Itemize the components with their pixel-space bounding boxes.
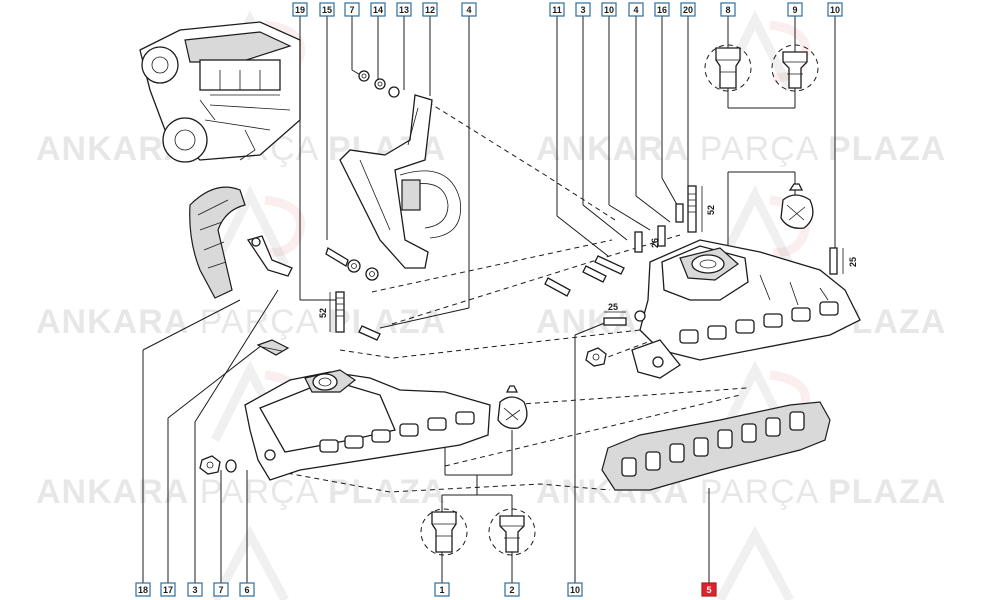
watermark-text-6: ANKARA PARÇA PLAZA [536,473,946,511]
callout-top-0[interactable]: 19 [292,2,308,17]
dim-label-26: 26 [650,238,660,248]
callout-top-13[interactable]: 8 [720,2,736,17]
callouts-bottom-row: 18 17 3 7 6 1 2 10 5 [135,582,717,597]
detail-stud-9 [771,44,819,92]
watermark-logo-7 [211,525,289,600]
hardware-bag-left [497,385,528,429]
watermark-text-3: ANKARA PARÇA PLAZA [36,303,446,341]
callout-bottom-2[interactable]: 3 [187,582,203,597]
callout-top-10[interactable]: 4 [628,2,644,17]
callout-top-3[interactable]: 14 [370,2,386,17]
svg-text:16: 16 [657,5,667,15]
watermark-text-5: ANKARA PARÇA PLAZA [36,473,446,511]
manifold-gasket-part-5 [601,401,831,491]
callout-bottom-1[interactable]: 17 [160,582,176,597]
detail-stud-1 [420,508,468,556]
callout-bottom-6[interactable]: 2 [504,582,520,597]
svg-text:11: 11 [552,5,562,15]
callout-bottom-8-highlighted[interactable]: 5 [701,582,717,597]
stud-small-left [358,325,381,341]
callout-top-8[interactable]: 3 [575,2,591,17]
svg-text:8: 8 [725,5,730,15]
svg-text:14: 14 [373,5,383,15]
svg-text:7: 7 [349,5,354,15]
svg-text:7: 7 [218,585,223,595]
callout-bottom-3[interactable]: 7 [213,582,229,597]
dim-label-52-top: 52 [706,205,716,215]
svg-text:5: 5 [706,585,711,595]
callout-bottom-0[interactable]: 18 [135,582,151,597]
callout-bottom-7[interactable]: 10 [567,582,583,597]
intake-manifold-right [585,239,861,379]
callouts-top-row: 19 15 7 14 13 12 4 11 3 10 4 16 20 8 9 1… [292,2,843,17]
dim-label-52-left: 52 [318,308,328,318]
svg-text:9: 9 [792,5,797,15]
detail-stud-8 [704,44,752,92]
svg-text:10: 10 [830,5,840,15]
dim-label-25-center: 25 [608,302,618,312]
svg-text:10: 10 [604,5,614,15]
svg-text:17: 17 [163,585,173,595]
bolt-washer-set-15 [325,247,379,281]
svg-text:10: 10 [570,585,580,595]
callout-top-6[interactable]: 4 [461,2,477,17]
callout-top-12[interactable]: 20 [680,2,696,17]
svg-text:3: 3 [192,585,197,595]
svg-text:15: 15 [322,5,332,15]
svg-text:1: 1 [439,585,444,595]
svg-text:18: 18 [138,585,148,595]
svg-text:19: 19 [295,5,305,15]
engine-overview-illustration [139,21,301,163]
svg-text:4: 4 [466,5,471,15]
svg-text:20: 20 [683,5,693,15]
callout-top-11[interactable]: 16 [654,2,670,17]
watermark-text-2: ANKARA PARÇA PLAZA [536,130,946,168]
svg-text:12: 12 [425,5,435,15]
heat-shield-part [189,186,293,299]
svg-text:6: 6 [244,585,249,595]
stud-52-left: 52 [318,291,345,333]
callout-top-5[interactable]: 12 [422,2,438,17]
callout-top-4[interactable]: 13 [396,2,412,17]
callout-top-15[interactable]: 10 [827,2,843,17]
svg-text:4: 4 [633,5,638,15]
callout-top-9[interactable]: 10 [601,2,617,17]
hardware-bag-right [780,183,814,229]
detail-stud-2 [488,508,536,556]
callout-top-7[interactable]: 11 [549,2,565,17]
svg-text:2: 2 [509,585,514,595]
dim-label-25-right: 25 [848,257,858,267]
intake-manifold-left [199,339,491,481]
callout-top-2[interactable]: 7 [344,2,360,17]
watermark-logo-8 [716,525,794,600]
callout-bottom-4[interactable]: 6 [239,582,255,597]
callout-top-14[interactable]: 9 [787,2,803,17]
svg-text:3: 3 [580,5,585,15]
mounting-bracket-part [339,70,462,269]
studs-right: 52 26 25 25 [544,185,858,326]
callout-bottom-5[interactable]: 1 [434,582,450,597]
callout-top-1[interactable]: 15 [319,2,335,17]
svg-text:13: 13 [399,5,409,15]
